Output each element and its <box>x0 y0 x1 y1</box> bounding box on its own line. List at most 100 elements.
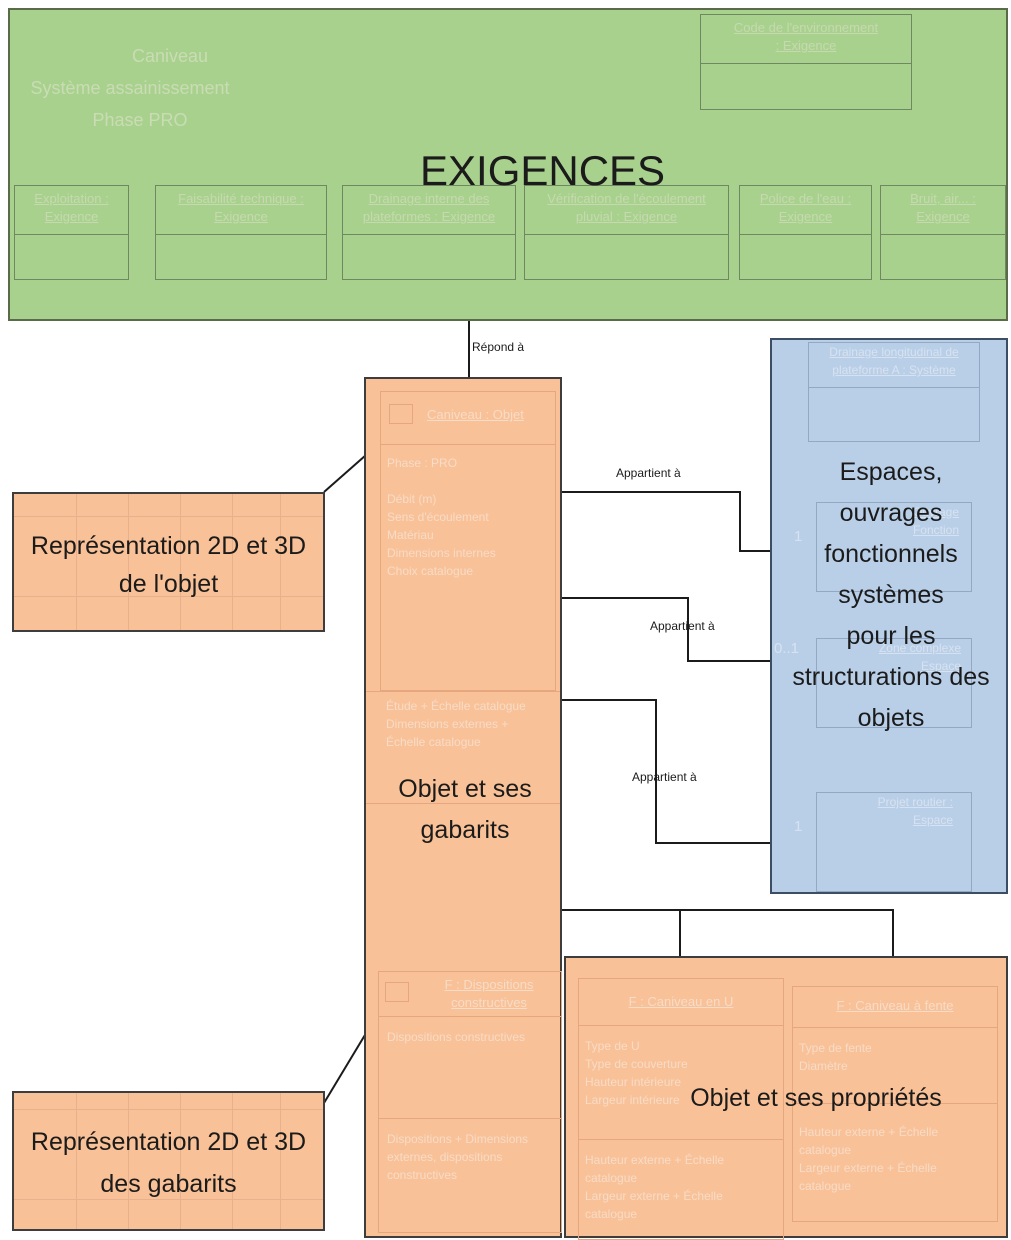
requirement-box-1-title: Exploitation : <box>34 191 109 206</box>
requirement-box-2-title: Faisabilité technique : <box>178 191 304 206</box>
function-box: Ouvrage Fonction <box>816 502 972 592</box>
object-operation: Dimensions externes + <box>386 717 509 731</box>
construction-operation: externes, dispositions <box>387 1150 503 1164</box>
requirement-box-1-type: Exigence <box>44 209 99 224</box>
road-project-box: Projet routier : Espace <box>816 792 972 892</box>
slot-channel-class-box: F : Caniveau à fente Type de fente Diamè… <box>792 986 998 1222</box>
requirement-box-6-type: Exigence <box>916 209 970 224</box>
object-templates-label-line-2: gabarits <box>420 816 510 844</box>
object-representation-line-1: Représentation 2D et 3D <box>30 532 307 560</box>
spaces-label-line-4: systèmes <box>838 581 944 609</box>
templates-representation-box: Représentation 2D et 3D des gabarits <box>12 1091 325 1231</box>
spaces-label-line-7: objets <box>857 704 925 732</box>
properties-label: Objet et ses propriétés <box>690 1084 942 1112</box>
object-column: Caniveau : Objet Phase : PRO Débit (m) S… <box>364 377 562 1238</box>
belongs-label-2: Appartient à <box>650 619 715 633</box>
slot-channel-operation: Largeur externe + Échelle <box>799 1161 937 1175</box>
construction-class-box: F : Dispositions constructives Dispositi… <box>378 971 562 1233</box>
spaces-label-line-3: fonctionnels <box>824 540 958 568</box>
table-icon <box>389 404 413 424</box>
belongs-connector-2 <box>562 597 770 662</box>
responds-label: Répond à <box>472 340 525 354</box>
system-box-title-2: plateforme A : Système <box>832 363 956 377</box>
u-channel-attribute: Type de U <box>585 1039 640 1053</box>
complex-zone-title-2: Espace <box>920 659 961 673</box>
spaces-label-line-1: Espaces, <box>839 458 943 486</box>
object-attribute <box>387 472 496 490</box>
construction-operation: constructives <box>387 1168 458 1182</box>
belongs-connector-1 <box>562 491 770 552</box>
construction-operation: Dispositions + Dimensions <box>387 1132 529 1146</box>
object-templates-label: Objet et ses gabarits <box>366 769 564 851</box>
function-box-title-2: Fonction <box>912 523 959 537</box>
requirement-box-3: Drainage interne des plateformes : Exige… <box>342 185 516 280</box>
spaces-label-line-5: pour les <box>846 622 936 650</box>
multiplicity-2: 0..1 <box>774 640 800 657</box>
object-attribute: Phase : PRO <box>387 456 458 470</box>
u-channel-operation: catalogue <box>585 1171 638 1185</box>
requirement-box-4: Vérification de l'écoulement pluvial : E… <box>524 185 729 280</box>
object-operation: Échelle catalogue <box>386 735 481 749</box>
templates-representation-line-1: Représentation 2D et 3D <box>30 1128 307 1156</box>
u-channel-attributes: Type de U Type de couverture Hauteur int… <box>585 1037 688 1109</box>
object-attribute: Choix catalogue <box>387 564 474 578</box>
requirement-box-2-type: Exigence <box>214 209 268 224</box>
object-operations: Étude + Échelle catalogue Dimensions ext… <box>386 697 526 751</box>
requirement-box-4-title: Vérification de l'écoulement <box>547 191 706 206</box>
road-project-title-1: Projet routier : <box>877 795 953 809</box>
object-class-box: Caniveau : Objet Phase : PRO Débit (m) S… <box>380 391 556 691</box>
slot-channel-title: F : Caniveau à fente <box>836 998 954 1013</box>
u-channel-operation: Hauteur externe + Échelle <box>585 1153 725 1167</box>
spaces-label: Espaces, ouvrages fonctionnels systèmes … <box>772 452 1010 739</box>
properties-panel: F : Caniveau en U Type de U Type de couv… <box>564 956 1008 1240</box>
object-attribute: Dimensions internes <box>387 546 496 560</box>
object-representation-line-2: de l'objet <box>118 570 219 598</box>
faint-caption-3: Phase PRO <box>92 110 188 130</box>
road-project-title-2: Espace <box>912 813 953 827</box>
requirement-top-box: Code de l'environnement : Exigence <box>700 14 912 110</box>
object-templates-label-line-1: Objet et ses <box>398 775 532 803</box>
object-attribute: Débit (m) <box>387 492 437 506</box>
slot-channel-operation: Hauteur externe + Échelle <box>799 1125 939 1139</box>
rep-object-connector <box>323 454 367 493</box>
system-box: Drainage longitudinal de plateforme A : … <box>808 342 980 442</box>
construction-operations: Dispositions + Dimensions externes, disp… <box>387 1130 528 1184</box>
u-channel-title: F : Caniveau en U <box>628 994 734 1009</box>
system-box-title-1: Drainage longitudinal de <box>829 345 959 359</box>
spaces-systems-panel: Drainage longitudinal de plateforme A : … <box>770 338 1008 894</box>
object-attribute: Matériau <box>387 528 434 542</box>
requirement-box-6: Bruit, air... : Exigence <box>880 185 1006 280</box>
object-attributes: Phase : PRO Débit (m) Sens d'écoulement … <box>387 454 496 580</box>
multiplicity-1: 1 <box>794 528 803 545</box>
construction-class-title-2: constructives <box>451 995 527 1010</box>
object-attribute: Sens d'écoulement <box>387 510 489 524</box>
u-channel-attribute: Hauteur intérieure <box>585 1075 682 1089</box>
u-channel-attribute: Type de couverture <box>585 1057 688 1071</box>
slot-channel-attributes: Type de fente Diamètre <box>799 1039 872 1075</box>
requirements-title: EXIGENCES <box>420 147 666 194</box>
spaces-label-line-6: structurations des <box>792 663 990 691</box>
complex-zone-title-1: Zone complexe <box>878 641 961 655</box>
requirement-box-5: Police de l'eau : Exigence <box>739 185 872 280</box>
construction-attribute: Dispositions constructives <box>387 1030 526 1044</box>
u-channel-operation: Largeur externe + Échelle <box>585 1189 723 1203</box>
function-box-title-1: Ouvrage <box>912 505 959 519</box>
object-representation-box: Représentation 2D et 3D de l'objet <box>12 492 325 632</box>
spaces-label-line-2: ouvrages <box>839 499 943 527</box>
requirements-band: Caniveau Système assainissement Phase PR… <box>8 8 1008 321</box>
multiplicity-3: 1 <box>794 818 803 835</box>
requirement-box-6-title: Bruit, air... : <box>910 191 976 206</box>
properties-connector <box>562 909 894 956</box>
u-channel-operations: Hauteur externe + Échelle catalogue Larg… <box>585 1151 724 1223</box>
table-icon <box>385 982 409 1002</box>
requirement-box-3-type: plateformes : Exigence <box>362 209 496 224</box>
belongs-label-3: Appartient à <box>632 770 697 784</box>
requirement-box-2: Faisabilité technique : Exigence <box>155 185 327 280</box>
requirement-box-5-type: Exigence <box>778 209 833 224</box>
u-channel-operation: catalogue <box>585 1207 638 1221</box>
slot-channel-attribute: Diamètre <box>799 1059 848 1073</box>
belongs-label-1: Appartient à <box>616 466 681 480</box>
u-channel-class-box: F : Caniveau en U Type de U Type de couv… <box>578 978 784 1240</box>
slot-channel-operation: catalogue <box>799 1179 852 1193</box>
u-channel-attribute: Largeur intérieure <box>585 1093 680 1107</box>
